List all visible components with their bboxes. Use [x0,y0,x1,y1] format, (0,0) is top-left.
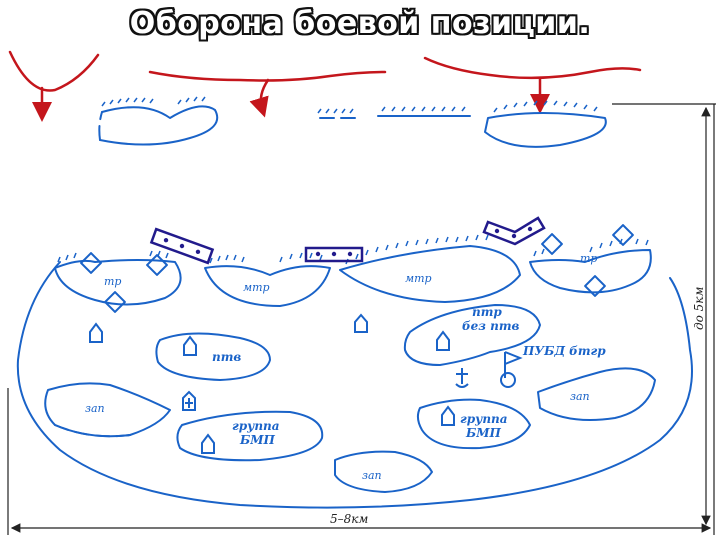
defense-perimeter [16,261,693,509]
label-zap-left: зап [85,402,105,415]
label-bmp-group-1-sub: БМП [239,433,276,447]
tank-position-icon [80,252,102,274]
label-bmp-group-1: группа [232,419,280,433]
vehicle-icon [89,322,103,343]
forward-trench-ticks [101,96,598,114]
label-mtr-2: мтр [405,272,432,285]
dimension-lines: 5–8км до 5км [7,103,716,535]
interior-positions: птв птр без птв ПУБД бтгр зап зап зап гр… [44,304,656,493]
label-bmp-group-2-sub: БМП [465,426,502,440]
label-zap-bottom: зап [362,469,382,482]
tank-position-icon [146,254,168,276]
forward-positions [98,96,607,148]
vehicle-icon [436,330,450,351]
label-ptv: птв [212,350,241,364]
vehicle-icon [183,335,197,356]
vehicle-icon [354,313,368,333]
label-ptr-sub: без птв [462,319,520,333]
command-post-icon [182,390,196,411]
enemy-front-line [8,50,642,122]
tank-position-icon [584,275,606,297]
tank-position-icon [541,233,563,255]
label-tr-left: тр [104,275,121,288]
vehicle-icon [201,433,215,454]
anchor-icon [455,368,469,388]
label-ptr: птр [472,305,502,319]
label-tr-right: тр [580,252,597,265]
tank-position-icon [612,224,634,246]
first-line-strongpoints: тр мтр мтр тр [54,224,652,313]
page-title: Оборона боевой позиции. [129,6,591,41]
vehicle-icon [441,405,455,426]
width-label: 5–8км [330,512,368,526]
unit-symbols [89,313,523,454]
command-circle-icon [500,372,516,388]
label-mtr-1: мтр [243,281,270,294]
tank-position-icon [104,291,126,313]
label-pubd: ПУБД бтгр [522,344,606,358]
depth-label: до 5км [692,287,706,330]
label-bmp-group-2: группа [460,412,508,426]
label-zap-right: зап [570,390,590,403]
obstacle-markers [149,216,546,265]
